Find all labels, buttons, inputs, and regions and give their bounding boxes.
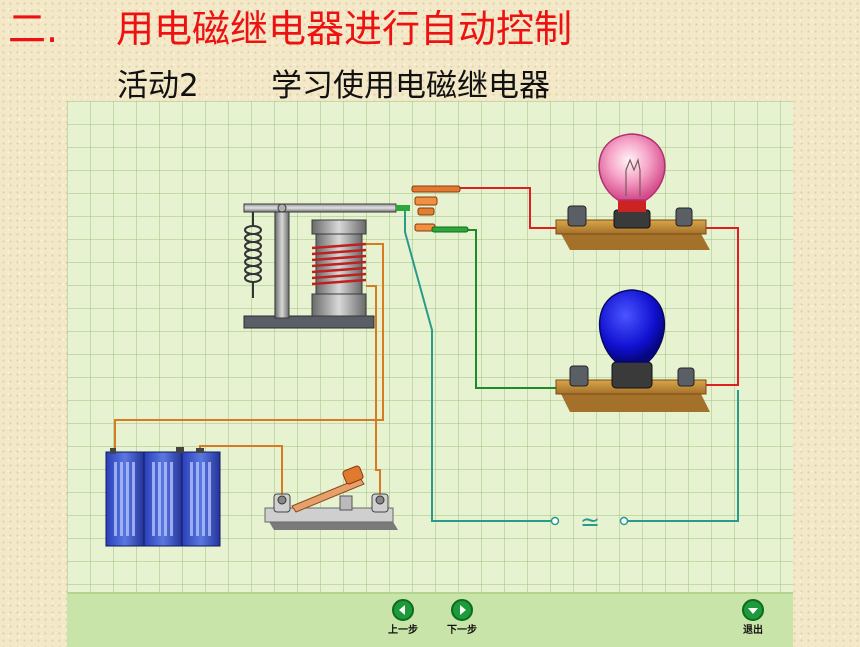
teal-wire — [626, 390, 739, 522]
electromagnetic-relay — [243, 203, 410, 329]
bottom-bulb — [555, 289, 710, 412]
page-title: 二. 用电磁继电器进行自动控制 — [8, 6, 572, 52]
coil-winding — [311, 242, 367, 286]
prev-step-button[interactable]: 上一步 — [375, 599, 431, 638]
spring — [244, 212, 262, 298]
prev-step-label: 上一步 — [388, 625, 418, 636]
arrow-left-icon — [392, 599, 414, 621]
arrow-down-icon — [742, 599, 764, 621]
top-bulb — [555, 133, 710, 250]
ac-power-source: ≃ — [550, 508, 629, 536]
section-title: 用电磁继电器进行自动控制 — [116, 7, 573, 51]
next-step-label: 下一步 — [447, 625, 477, 636]
section-number: 二. — [8, 7, 59, 51]
exit-label: 退出 — [743, 625, 763, 636]
relay-contacts — [411, 185, 469, 233]
activity-title: 学习使用电磁继电器 — [271, 68, 550, 104]
ac-symbol: ≃ — [580, 508, 600, 536]
knife-switch — [264, 465, 398, 530]
bottom-toolbar — [67, 592, 793, 647]
red-wire — [686, 227, 739, 386]
next-step-button[interactable]: 下一步 — [434, 599, 490, 638]
activity-label: 活动2 — [117, 68, 199, 104]
orange-wire — [114, 243, 384, 452]
arrow-right-icon — [451, 599, 473, 621]
page-subtitle: 活动2 学习使用电磁继电器 — [117, 66, 550, 106]
red-wire — [458, 187, 578, 229]
battery-pack — [105, 447, 221, 547]
orange-wire — [366, 285, 381, 494]
teal-wire — [404, 210, 552, 522]
green-wire — [466, 229, 578, 389]
exit-button[interactable]: 退出 — [725, 599, 781, 638]
